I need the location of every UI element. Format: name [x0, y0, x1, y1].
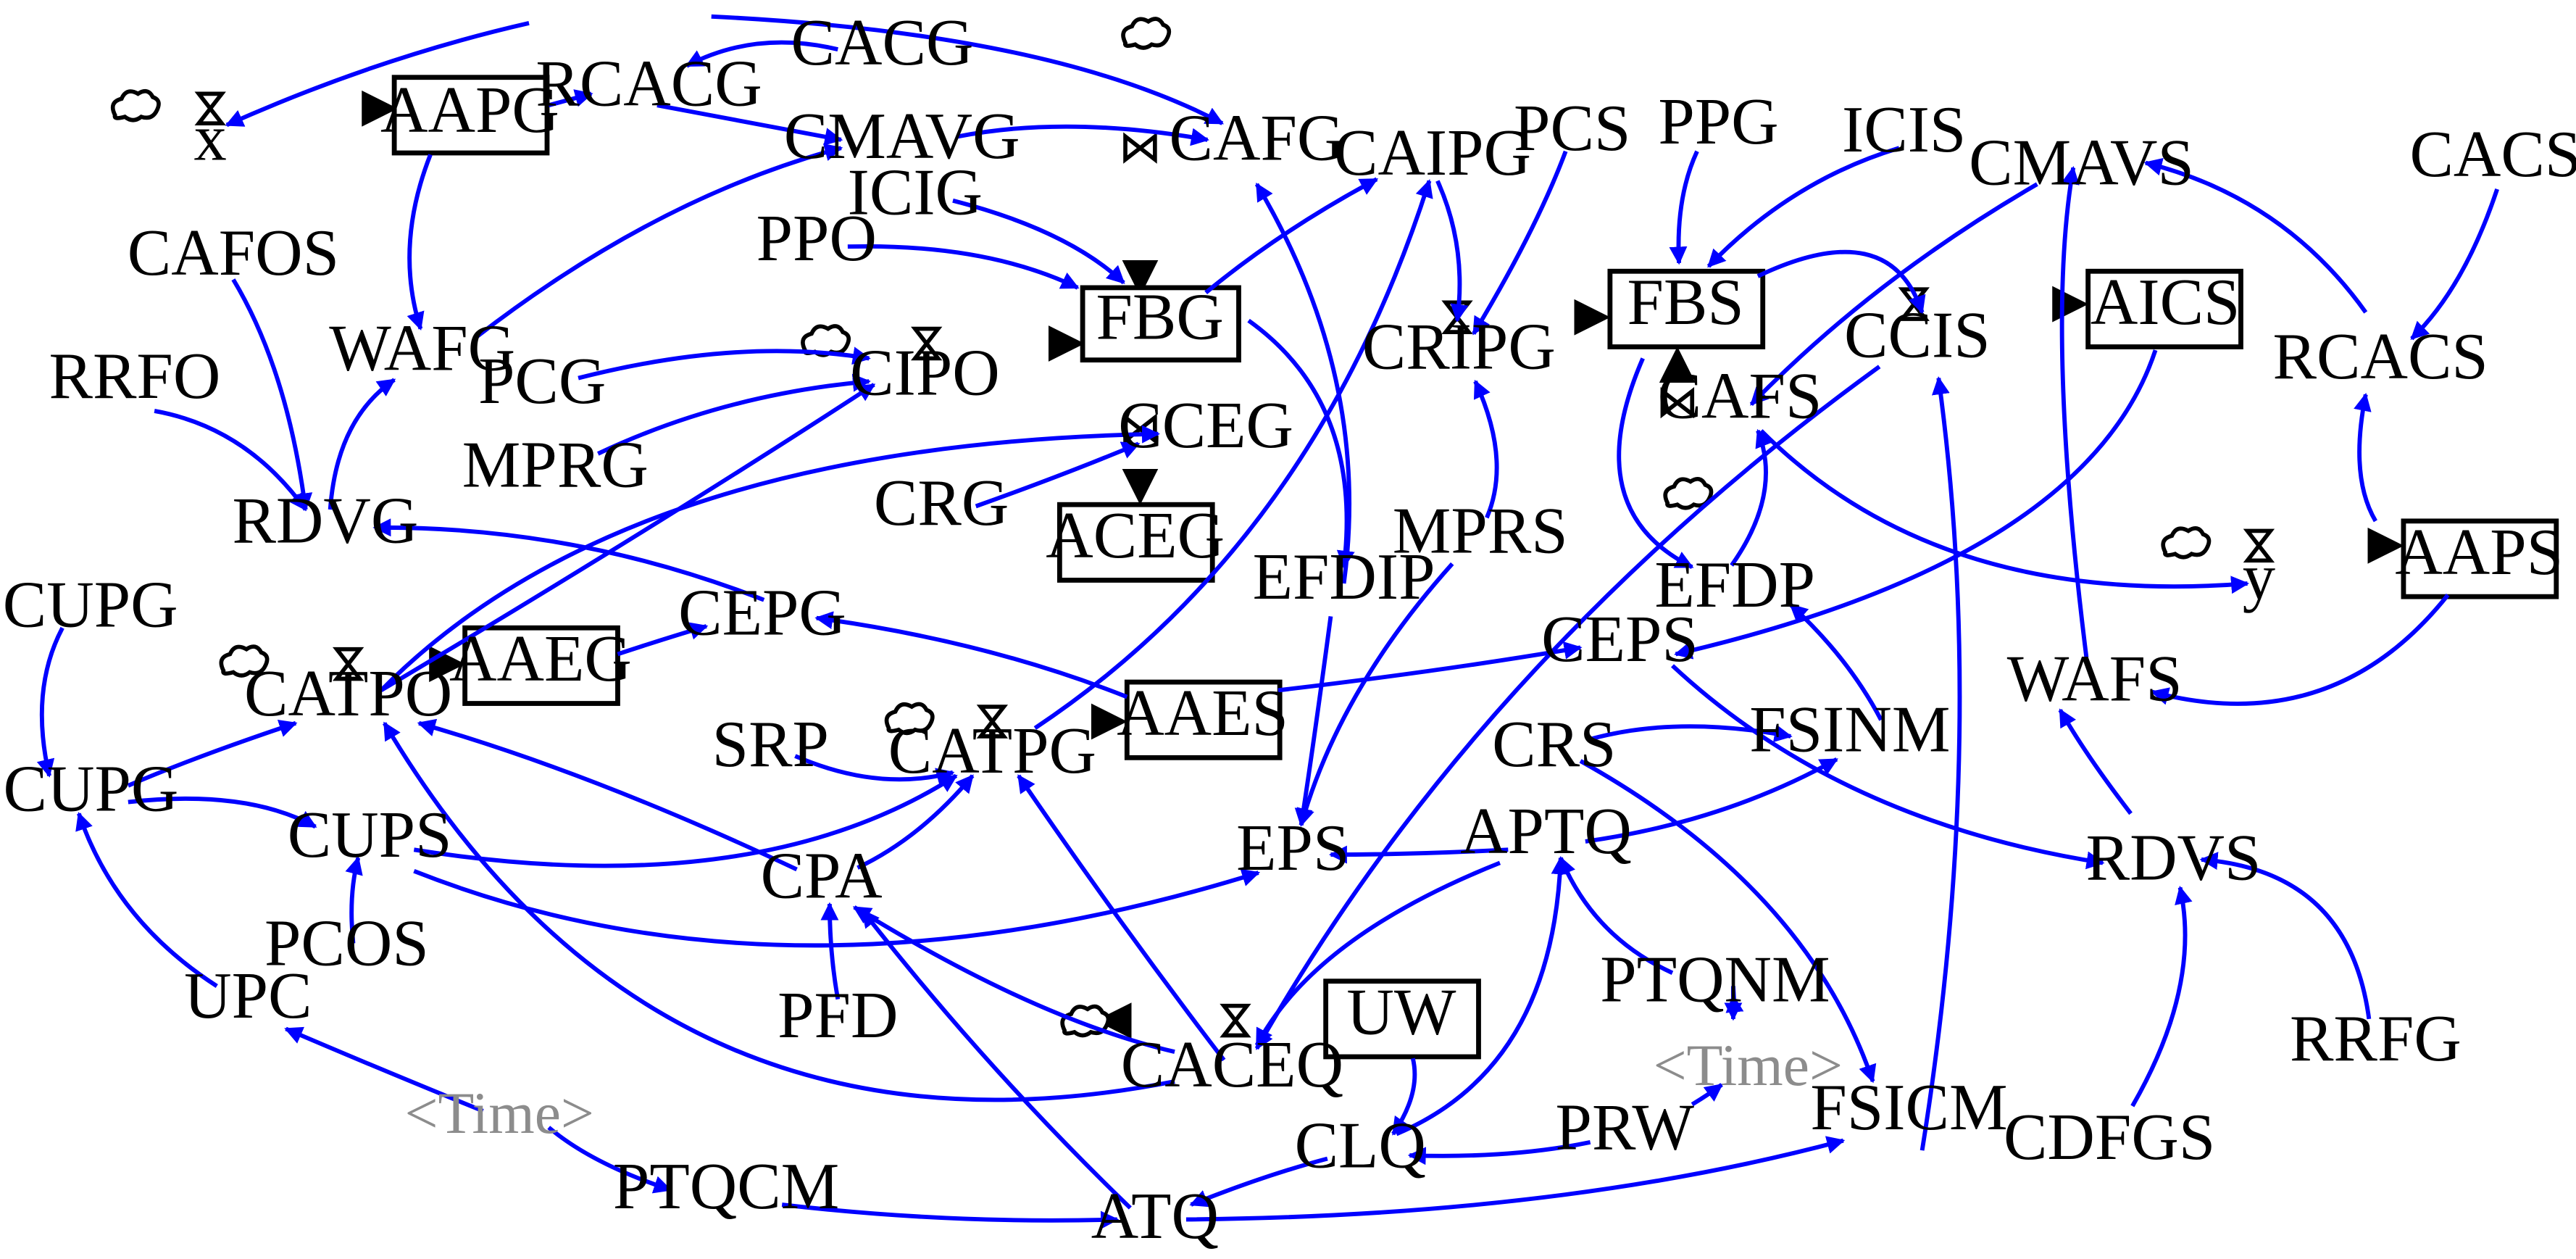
var-rdvs: RDVS — [2086, 821, 2262, 894]
stock-uw: UW — [1346, 976, 1456, 1049]
stock-aceg-box[interactable] — [1056, 502, 1215, 583]
cloud-icon — [884, 702, 935, 736]
var-rcacg: RCACG — [535, 47, 762, 120]
stock-aaps: AAPS — [2395, 515, 2563, 589]
var-ceps: CEPS — [1541, 602, 1698, 676]
stock-aaes-box[interactable] — [1124, 679, 1283, 760]
flow-y: y — [2243, 540, 2275, 613]
var-rdvg: RDVG — [232, 484, 418, 557]
stock-fbg-box[interactable] — [1080, 285, 1241, 363]
cloud-icon — [1121, 17, 1172, 50]
var-mprg: MPRG — [462, 428, 649, 502]
var-cacs: CACS — [2409, 117, 2576, 191]
flow-caceq: CACEQ — [1121, 1028, 1343, 1101]
stock-aapg: AAPG — [380, 73, 559, 146]
var-crs: CRS — [1492, 707, 1616, 781]
var-cafos: CAFOS — [128, 216, 339, 289]
var-cdfgs: CDFGS — [2004, 1100, 2215, 1173]
var-rrfg: RRFG — [2290, 1002, 2462, 1075]
var-ppg: PPG — [1658, 85, 1778, 158]
var-aptq: APTQ — [1460, 794, 1632, 868]
cloud-icon — [110, 88, 161, 122]
flow-catpg: CATPG — [888, 714, 1096, 787]
flow-x: x — [194, 101, 227, 174]
var-wafs: WAFS — [2007, 641, 2183, 715]
flow-cceg: CCEG — [1118, 388, 1293, 462]
stock-fbg: FBG — [1096, 281, 1223, 354]
var-ptqnm: PTQNM — [1600, 942, 1830, 1015]
stock-aceg: ACEG — [1046, 499, 1225, 572]
var-caipg: CAIPG — [1334, 116, 1531, 189]
var-atq: ATQ — [1091, 1179, 1219, 1252]
var-ppo: PPO — [756, 201, 877, 275]
cloud-icon — [1663, 477, 1714, 510]
var-efdip: EFDIP — [1253, 540, 1435, 613]
valve-icon — [1123, 132, 1157, 164]
var-clq: CLQ — [1295, 1108, 1426, 1181]
var-eps: EPS — [1236, 811, 1349, 884]
valve-icon — [194, 91, 226, 126]
var-rcacs: RCACS — [2273, 320, 2488, 393]
var-srp: SRP — [712, 707, 829, 781]
valve-icon — [332, 647, 364, 681]
valve-icon — [1660, 386, 1695, 419]
var-icig: ICIG — [848, 155, 983, 228]
stock-aics-box[interactable] — [2085, 268, 2243, 349]
var-cpa: CPA — [761, 839, 883, 912]
shadow-var-time: <Time> — [405, 1080, 594, 1146]
var-pcs: PCS — [1514, 91, 1630, 165]
var-icis: ICIS — [1842, 93, 1966, 166]
var-ccupg: CCUPG — [0, 752, 178, 825]
flow-ccis: CCIS — [1844, 299, 1991, 372]
cloud-icon — [2161, 526, 2212, 560]
flow-cafs: CAFS — [1658, 359, 1822, 432]
valve-icon — [2243, 528, 2275, 563]
stock-fbs-box[interactable] — [1607, 268, 1766, 349]
flow-cripg: CRIPG — [1362, 309, 1556, 383]
stock-fbs: FBS — [1627, 265, 1743, 338]
stocks — [391, 75, 2559, 1060]
var-prw: PRW — [1556, 1090, 1695, 1163]
var-cacg: CACG — [791, 6, 974, 79]
var-cups: CUPS — [288, 798, 452, 871]
stock-aaeg: AAEG — [449, 622, 632, 695]
var-rrfo: RRFO — [49, 339, 220, 412]
valve-icon — [911, 326, 943, 361]
source-sink-clouds — [110, 17, 2212, 1038]
var-cmavg: CMAVG — [784, 99, 1020, 173]
var-fsinm: FSINM — [1749, 693, 1950, 766]
var-crg: CRG — [874, 466, 1009, 539]
valve-icon — [1220, 1003, 1251, 1038]
var-pfd: PFD — [778, 978, 898, 1052]
cloud-icon — [219, 644, 270, 678]
flow-cipo: CIPO — [850, 336, 1000, 410]
stock-aaes: AAES — [1117, 676, 1288, 749]
stock-aics: AICS — [2091, 265, 2241, 338]
var-mprs: MPRS — [1393, 494, 1568, 567]
flow-catpo: CATPO — [244, 657, 452, 730]
var-fsicm: FSICM — [1810, 1071, 2007, 1144]
var-efdp: EFDP — [1654, 548, 1815, 621]
valve-icon — [976, 705, 1009, 739]
var-cupg: CUPG — [3, 568, 178, 641]
var-pcos: PCOS — [264, 906, 429, 979]
var-upc: UPC — [184, 959, 312, 1032]
var-pcg: PCG — [478, 344, 606, 417]
var-cepg: CEPG — [678, 576, 846, 649]
var-cmavs: CMAVS — [1969, 125, 2194, 199]
stock-aaps-box[interactable] — [2401, 518, 2559, 599]
var-cafg: CAFG — [1169, 101, 1344, 174]
labels: AAPG FBG FBS AICS ACEG AAEG AAES AAPS UW… — [0, 6, 2576, 1252]
var-ptqcm: PTQCM — [613, 1150, 839, 1223]
var-wafg: WAFG — [329, 312, 515, 385]
causal-links — [36, 14, 2499, 1229]
stock-uw-box[interactable] — [1323, 978, 1481, 1060]
stock-aaeg-box[interactable] — [462, 625, 620, 706]
shadow-var-time: <Time> — [1654, 1032, 1843, 1098]
stock-aapg-box[interactable] — [391, 75, 550, 156]
